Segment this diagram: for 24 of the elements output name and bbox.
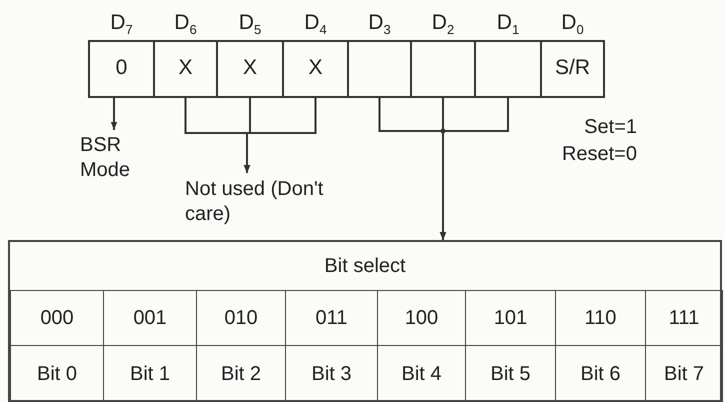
note-text: Set=1 bbox=[583, 116, 637, 139]
arrow bbox=[110, 97, 118, 130]
table-cell: 111 bbox=[645, 290, 723, 346]
bit-select-table bbox=[8, 240, 722, 402]
arrow bbox=[440, 97, 509, 240]
table-heading: Bit select bbox=[323, 254, 407, 279]
bit-label: D$_{7}$ bbox=[109, 10, 134, 38]
bit-cell: X bbox=[153, 40, 218, 98]
annotation-text: BSR Mode bbox=[80, 133, 132, 183]
bit-label: D$_{1}$ bbox=[496, 10, 520, 38]
bit-label: D$_{4}$ bbox=[303, 10, 328, 38]
bit-label: D$_{0}$ bbox=[560, 10, 585, 38]
bit-label: D$_{2}$ bbox=[430, 10, 456, 38]
bit-cell: S/R bbox=[540, 40, 605, 98]
bit-cell: X bbox=[216, 40, 284, 98]
bit-label: D$_{6}$ bbox=[173, 10, 198, 38]
bit-label: D$_{3}$ bbox=[367, 10, 392, 38]
bit-cell: 0 bbox=[88, 40, 155, 98]
bit-label: D$_{5}$ bbox=[238, 10, 262, 38]
arrow bbox=[244, 97, 316, 173]
annotation-text: Not used (Don't care) bbox=[185, 177, 324, 227]
table-cell: 000 bbox=[10, 290, 104, 346]
bit-cell: X bbox=[282, 40, 349, 98]
note-text: Reset=0 bbox=[560, 143, 637, 166]
